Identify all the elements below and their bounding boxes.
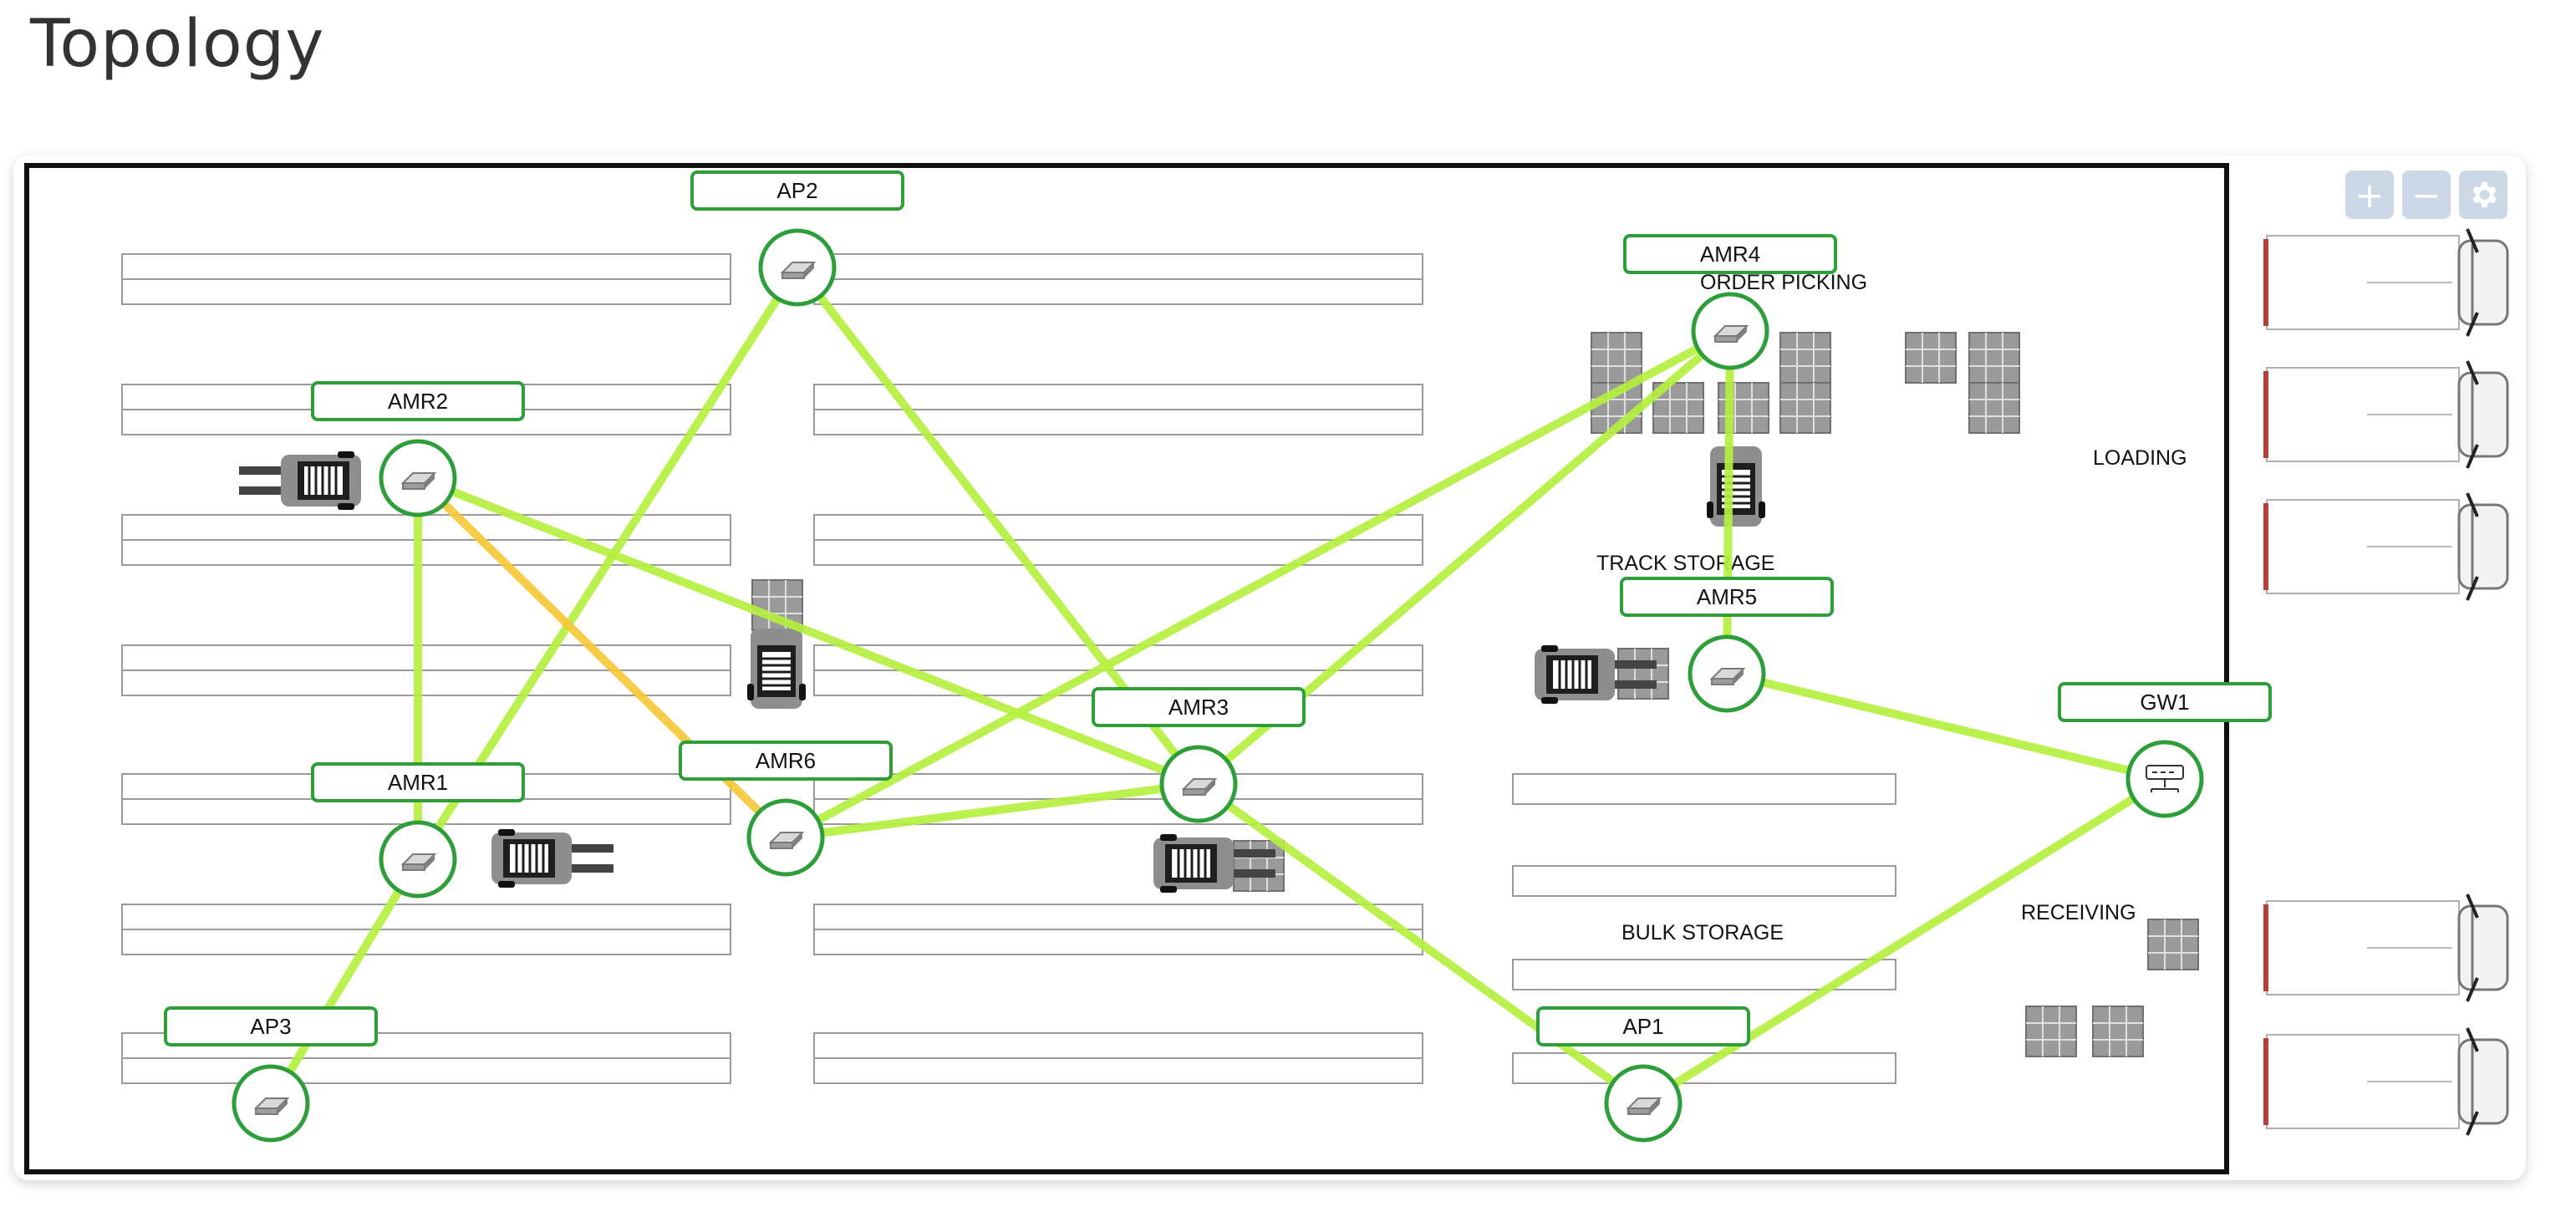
zoom-out-button[interactable]: − bbox=[2402, 171, 2451, 219]
node-label: AMR2 bbox=[388, 389, 448, 414]
node-label-box[interactable] bbox=[164, 1006, 378, 1046]
page-title: Topology bbox=[30, 7, 325, 82]
zoom-in-button[interactable]: + bbox=[2345, 171, 2394, 219]
link-amr6-amr3[interactable] bbox=[781, 780, 1203, 842]
node-ap3[interactable]: AP3 bbox=[164, 1006, 378, 1143]
node-amr2[interactable]: AMR2 bbox=[311, 381, 525, 517]
gateway-icon bbox=[2146, 765, 2184, 792]
gear-icon bbox=[2472, 182, 2497, 207]
zone-loading: LOADING bbox=[2093, 446, 2187, 470]
zone-order-picking: ORDER PICKING bbox=[1700, 271, 1867, 294]
node-label-box[interactable] bbox=[1623, 234, 1837, 274]
settings-button[interactable] bbox=[2459, 171, 2507, 219]
link-amr3-ap1[interactable] bbox=[1194, 780, 1647, 1107]
node-amr3[interactable]: AMR3 bbox=[1092, 687, 1306, 823]
node-label: AMR4 bbox=[1700, 242, 1760, 267]
node-label-box[interactable] bbox=[311, 381, 525, 421]
node-amr5[interactable]: AMR5 bbox=[1620, 577, 1834, 713]
zone-receiving: RECEIVING bbox=[2021, 901, 2136, 924]
node-label-box[interactable] bbox=[679, 741, 893, 781]
node-amr6[interactable]: AMR6 bbox=[679, 741, 893, 877]
link-amr5-gw1[interactable] bbox=[1723, 670, 2169, 783]
node-label: AMR3 bbox=[1168, 695, 1229, 720]
node-label: AMR6 bbox=[756, 748, 816, 773]
node-ap2[interactable]: AP2 bbox=[690, 171, 904, 307]
node-amr4[interactable]: AMR4 bbox=[1623, 234, 1837, 370]
node-label: GW1 bbox=[2140, 690, 2189, 715]
link-gw1-ap1[interactable] bbox=[1639, 775, 2169, 1107]
node-label: AMR1 bbox=[388, 770, 448, 795]
node-label-box[interactable] bbox=[1536, 1006, 1750, 1046]
node-label: AP3 bbox=[250, 1014, 291, 1039]
zone-track-storage: TRACK STORAGE bbox=[1596, 552, 1774, 575]
node-label-box[interactable] bbox=[2058, 682, 2272, 722]
node-label-box[interactable] bbox=[1092, 687, 1306, 727]
node-label-box[interactable] bbox=[690, 171, 904, 211]
node-gw1[interactable]: GW1 bbox=[2058, 682, 2272, 818]
link-ap2-amr1[interactable] bbox=[414, 263, 802, 863]
link-amr2-amr3[interactable] bbox=[414, 474, 1203, 788]
link-amr1-ap3[interactable] bbox=[267, 855, 422, 1107]
node-label: AP2 bbox=[776, 178, 817, 203]
link-amr4-amr5[interactable] bbox=[1723, 327, 1734, 678]
node-label-box[interactable] bbox=[311, 762, 525, 802]
node-label: AP1 bbox=[1622, 1014, 1663, 1039]
link-amr6-amr4[interactable] bbox=[781, 327, 1734, 842]
node-label: AMR5 bbox=[1697, 584, 1757, 609]
node-amr1[interactable]: AMR1 bbox=[311, 762, 525, 899]
loading-trucks bbox=[2262, 227, 2509, 1137]
node-ap1[interactable]: AP1 bbox=[1536, 1006, 1750, 1143]
zone-bulk-storage: BULK STORAGE bbox=[1621, 921, 1784, 944]
node-label-box[interactable] bbox=[1620, 577, 1834, 617]
